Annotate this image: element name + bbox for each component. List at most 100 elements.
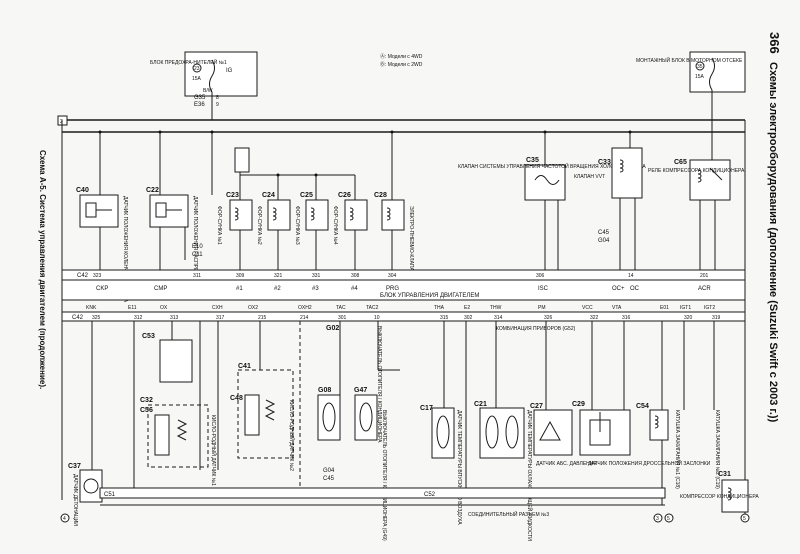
lower-wires	[91, 321, 715, 505]
lterm-0: KNK	[86, 305, 97, 311]
lterm-6: TAC	[336, 305, 346, 311]
conn-c42-lower: C42	[72, 315, 84, 321]
c21-desc: ДАТЧИК ТЕМПЕРАТУРЫ ОХЛАЖДАЮЩЕЙ ЖИДКОСТИ	[526, 410, 534, 541]
ground-far-right-num: 5	[743, 516, 746, 522]
conn-e36: E36	[194, 102, 205, 108]
c23-desc: ФОР-СУНКА №1	[216, 206, 222, 245]
component-c33: C33 КЛАПАН VVT C45 G04	[574, 147, 643, 270]
figure-caption: Схема А-5. Система управления двигателем…	[38, 150, 47, 389]
c54-code: C54	[636, 403, 649, 410]
g47-code: G47	[354, 387, 367, 394]
joint-connector: C51 C52 СОЕДИНИТЕЛЬНЫЙ РАЗЪЕМ №3	[99, 487, 666, 518]
lterm-1: E11	[128, 305, 137, 311]
c37-code: C37	[68, 463, 81, 470]
c48-desc: КИСЛО-РОДНЫЙ ДАТЧИК №2	[288, 400, 296, 471]
fuse-23-rating: 15A	[192, 76, 202, 82]
uterm-8: OC+	[612, 286, 625, 292]
fuse-35-num: 35	[697, 64, 703, 70]
lpin-12: 322	[590, 315, 599, 321]
connector-c53: C53	[142, 333, 193, 383]
upin-9: 201	[700, 273, 709, 279]
c33-code: C33	[598, 159, 611, 166]
conn-c52: C52	[424, 492, 436, 498]
instrument-combo-label: КОМБИНАЦИЯ ПРИБОРОВ (G52)	[496, 326, 576, 332]
legend-2wd: Ⓑ: Модели с 2WD	[380, 61, 423, 68]
ground-points: 4 3 5 5	[60, 513, 750, 523]
fuse-block-1-frame	[184, 51, 258, 97]
c22-code: C22	[146, 187, 159, 194]
conn-c45: C45	[323, 476, 335, 482]
lterm-12: VCC	[582, 305, 593, 311]
c24-desc: ФОР-СУНКА №2	[256, 206, 262, 245]
upin-6: 304	[388, 273, 397, 279]
uterm-7: ISC	[538, 286, 549, 292]
c24-code: C24	[262, 192, 275, 199]
component-c17: C17 ДАТЧИК ТЕМПЕРАТУРЫ ВПУСКНОГО ВОЗДУХА	[420, 405, 462, 525]
fuse-23-symbol	[209, 59, 215, 93]
upin-1: 311	[193, 273, 201, 279]
conn-g35-pin: 8	[216, 95, 219, 101]
upin-4: 331	[312, 273, 321, 279]
c26-code: C26	[338, 192, 351, 199]
ground-far-right	[740, 513, 750, 523]
lterm-10: THW	[490, 305, 502, 311]
c23-code: C23	[226, 192, 239, 199]
component-c48: C41 C48 КИСЛО-РОДНЫЙ ДАТЧИК №2	[230, 363, 296, 471]
c22-desc: ДАТЧИК ПОЛОЖЕНИЯ РАСПРЕД. ВАЛА	[192, 196, 198, 291]
lterm-8: THA	[434, 305, 445, 311]
lpin-2: 313	[170, 315, 179, 321]
component-c37: C37 ДАТЧИК ДЕТОНАЦИИ	[68, 463, 103, 526]
fuse-35-rating: 15A	[695, 74, 705, 80]
upin-3: 321	[274, 273, 283, 279]
upin-2: 309	[236, 273, 245, 279]
component-c40: C40 ДАТЧИК ПОЛОЖЕНИЯ КОЛЕНЧАТОГО ВАЛА	[76, 187, 128, 303]
conn-g04-upper: G04	[598, 238, 610, 244]
c29-desc: ДАТЧИК ПОЛОЖЕНИЯ ДРОССЕЛЬНОЙ ЗАСЛОНКИ	[588, 459, 711, 467]
ecu-label: БЛОК УПРАВЛЕНИЯ ДВИГАТЕЛЕМ	[380, 293, 479, 299]
c31-code: C31	[718, 471, 731, 478]
c31-desc: КОМПРЕССОР КОНДИЦИОНЕРА	[680, 494, 759, 500]
c41-code: C41	[238, 363, 251, 370]
conn-g04: G04	[323, 468, 335, 474]
lpin-9: 302	[464, 315, 473, 321]
lpin-3: 317	[216, 315, 225, 321]
c29-code: C29	[572, 401, 585, 408]
component-c54: C54 КАТУШКА ЗАЖИГАНИЯ №1 (C18) КАТУШКА З…	[636, 403, 720, 489]
fuse-block-engine: МОНТАЖНЫЙ БЛОК В МОТОРНОМ ОТСЕКЕ 35 15A	[636, 51, 746, 170]
lpin-6: 301	[338, 315, 347, 321]
fuse-35-symbol	[709, 57, 715, 91]
c35-desc: КЛАПАН СИСТЕМЫ УПРАВЛЕНИЯ ЧАСТОТОЙ ВРАЩЕ…	[458, 162, 646, 170]
uterm-10: ACR	[698, 286, 711, 292]
uterm-9: OC	[630, 286, 640, 292]
ground-right-num: 5	[667, 516, 670, 522]
c21-code: C21	[474, 401, 487, 408]
c17-code: C17	[420, 405, 433, 412]
conn-c51: C51	[104, 492, 116, 498]
injector-c26	[344, 199, 368, 231]
fuse-block-engine-frame	[689, 51, 746, 93]
c27-desc: ДАТЧИК АБС. ДАВЛЕНИЯ	[536, 461, 597, 467]
fuse-23-circle	[192, 63, 202, 73]
injector-c23	[229, 199, 253, 231]
fuse-23-num: 23	[194, 66, 200, 72]
ground-mid	[653, 513, 663, 523]
c37-desc: ДАТЧИК ДЕТОНАЦИИ	[72, 474, 78, 526]
lterm-3: CXH	[212, 305, 223, 311]
heater-switch-label: ВЫКЛЮЧАТЕЛЬ ОТОПИТЕЛЯ / КОНДИЦИОНЕРА	[376, 326, 382, 443]
fuse-35-circle	[695, 61, 705, 71]
component-c56: C32 C56 КИСЛО-РОДНЫЙ ДАТЧИК №1	[140, 397, 218, 486]
g08-code: G08	[318, 387, 331, 394]
lpin-1: 312	[134, 315, 143, 321]
bus-drops	[98, 130, 713, 200]
lterm-13: VTA	[612, 305, 622, 311]
side-title-group: 366 Схемы электрооборудования (дополнени…	[767, 32, 782, 423]
c40-code: C40	[76, 187, 89, 194]
lterm-4: OX2	[248, 305, 258, 311]
lpin-10: 314	[494, 315, 503, 321]
c27-code: C27	[530, 403, 543, 410]
conn-c42-upper: C42	[77, 273, 89, 279]
upin-8: 14	[628, 273, 634, 279]
coil2-label: КАТУШКА ЗАЖИГАНИЯ №2 (C19)	[714, 410, 720, 489]
